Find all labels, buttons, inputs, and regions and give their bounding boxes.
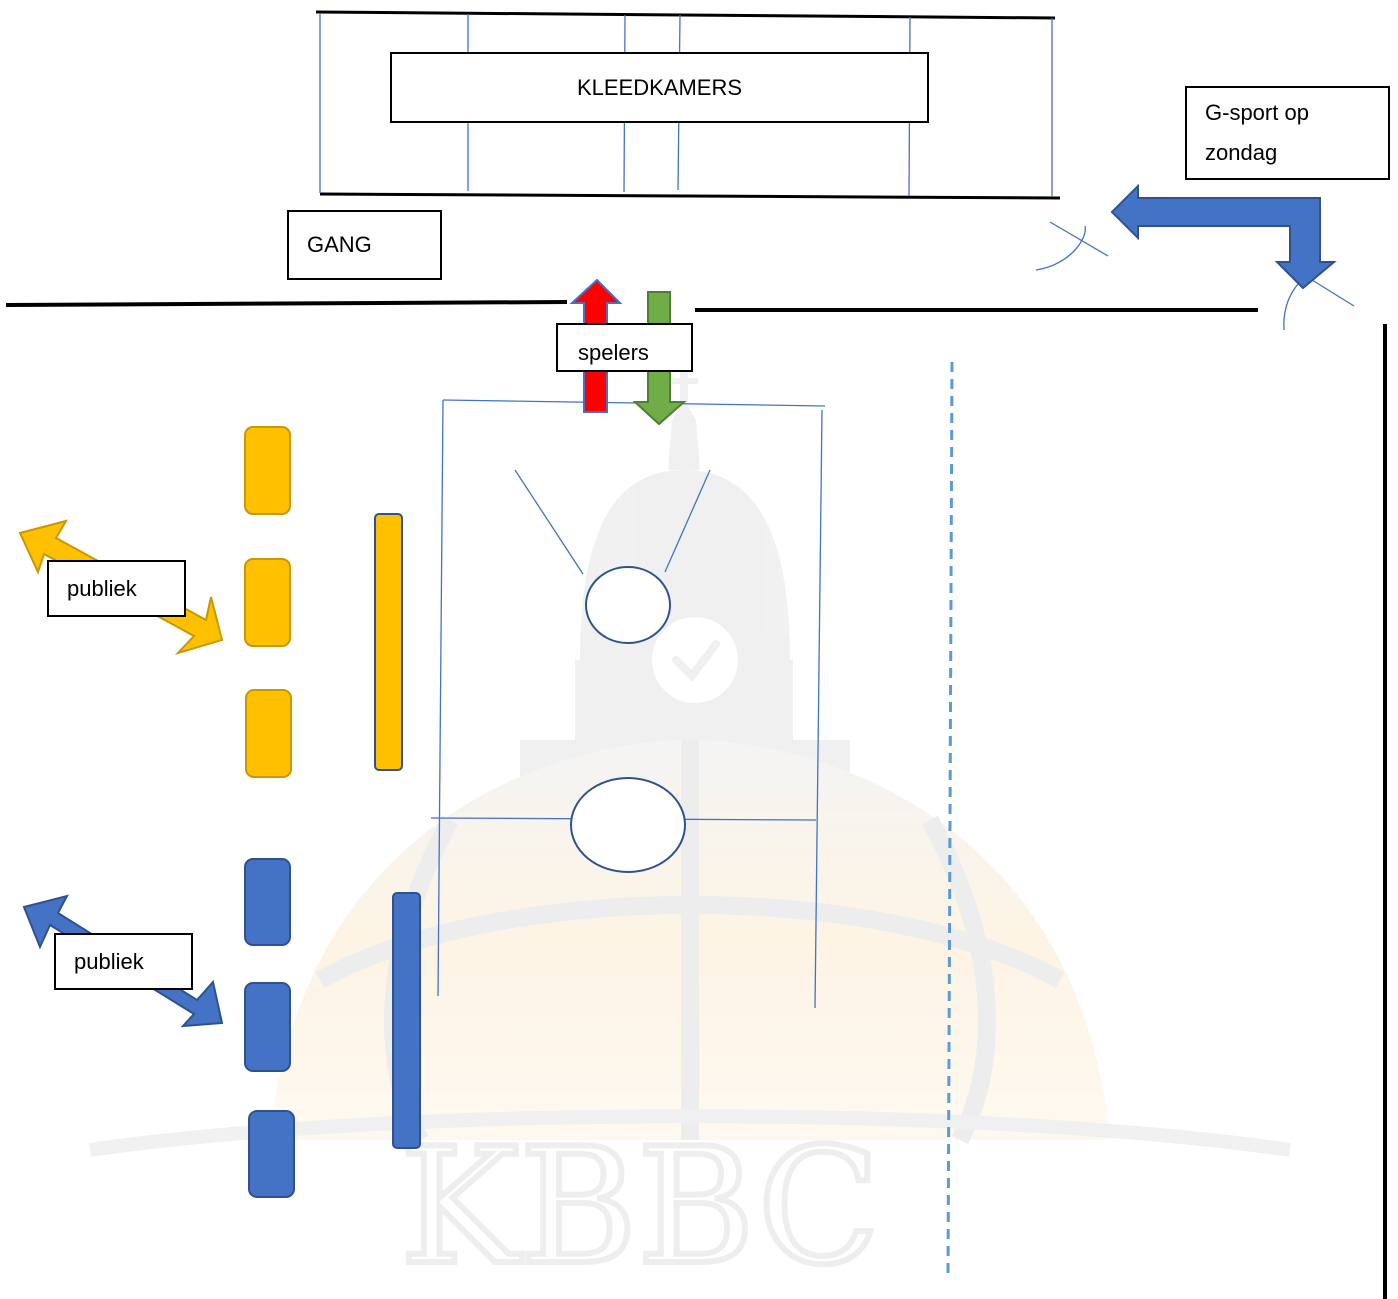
seat bbox=[245, 689, 292, 778]
church-tower-icon bbox=[520, 360, 850, 800]
g-sport-text: G-sport op zondag bbox=[1205, 100, 1309, 165]
kbbc-watermark: KBBC bbox=[88, 360, 1292, 1299]
kbbc-text: KBBC bbox=[400, 1113, 880, 1299]
spelers-text: spelers bbox=[578, 339, 649, 365]
clock-icon bbox=[646, 611, 744, 709]
benches-blue bbox=[244, 858, 421, 1198]
gang-label: GANG bbox=[287, 210, 442, 280]
seat bbox=[248, 1110, 295, 1198]
spelers-label: spelers bbox=[556, 323, 693, 372]
seat bbox=[244, 558, 291, 647]
publiek-text: publiek bbox=[67, 575, 137, 601]
bench bbox=[392, 892, 421, 1149]
gang-text: GANG bbox=[307, 232, 372, 257]
arrow-g-sport bbox=[1110, 183, 1337, 290]
dashed-divider bbox=[946, 361, 954, 1279]
kleedkamers-label: KLEEDKAMERS bbox=[390, 52, 929, 123]
bench bbox=[374, 513, 403, 771]
goal-circle bbox=[585, 566, 671, 644]
publiek-label-blue: publiek bbox=[54, 933, 193, 990]
benches-orange bbox=[244, 426, 403, 778]
g-sport-label: G-sport op zondag bbox=[1185, 86, 1390, 180]
center-circle bbox=[570, 777, 686, 873]
seat bbox=[244, 426, 291, 515]
seat bbox=[244, 858, 291, 946]
seat bbox=[244, 982, 291, 1072]
publiek-label-orange: publiek bbox=[47, 560, 186, 617]
kleedkamers-text: KLEEDKAMERS bbox=[576, 74, 743, 100]
publiek-text: publiek bbox=[74, 948, 144, 974]
walls bbox=[5, 300, 1387, 1299]
